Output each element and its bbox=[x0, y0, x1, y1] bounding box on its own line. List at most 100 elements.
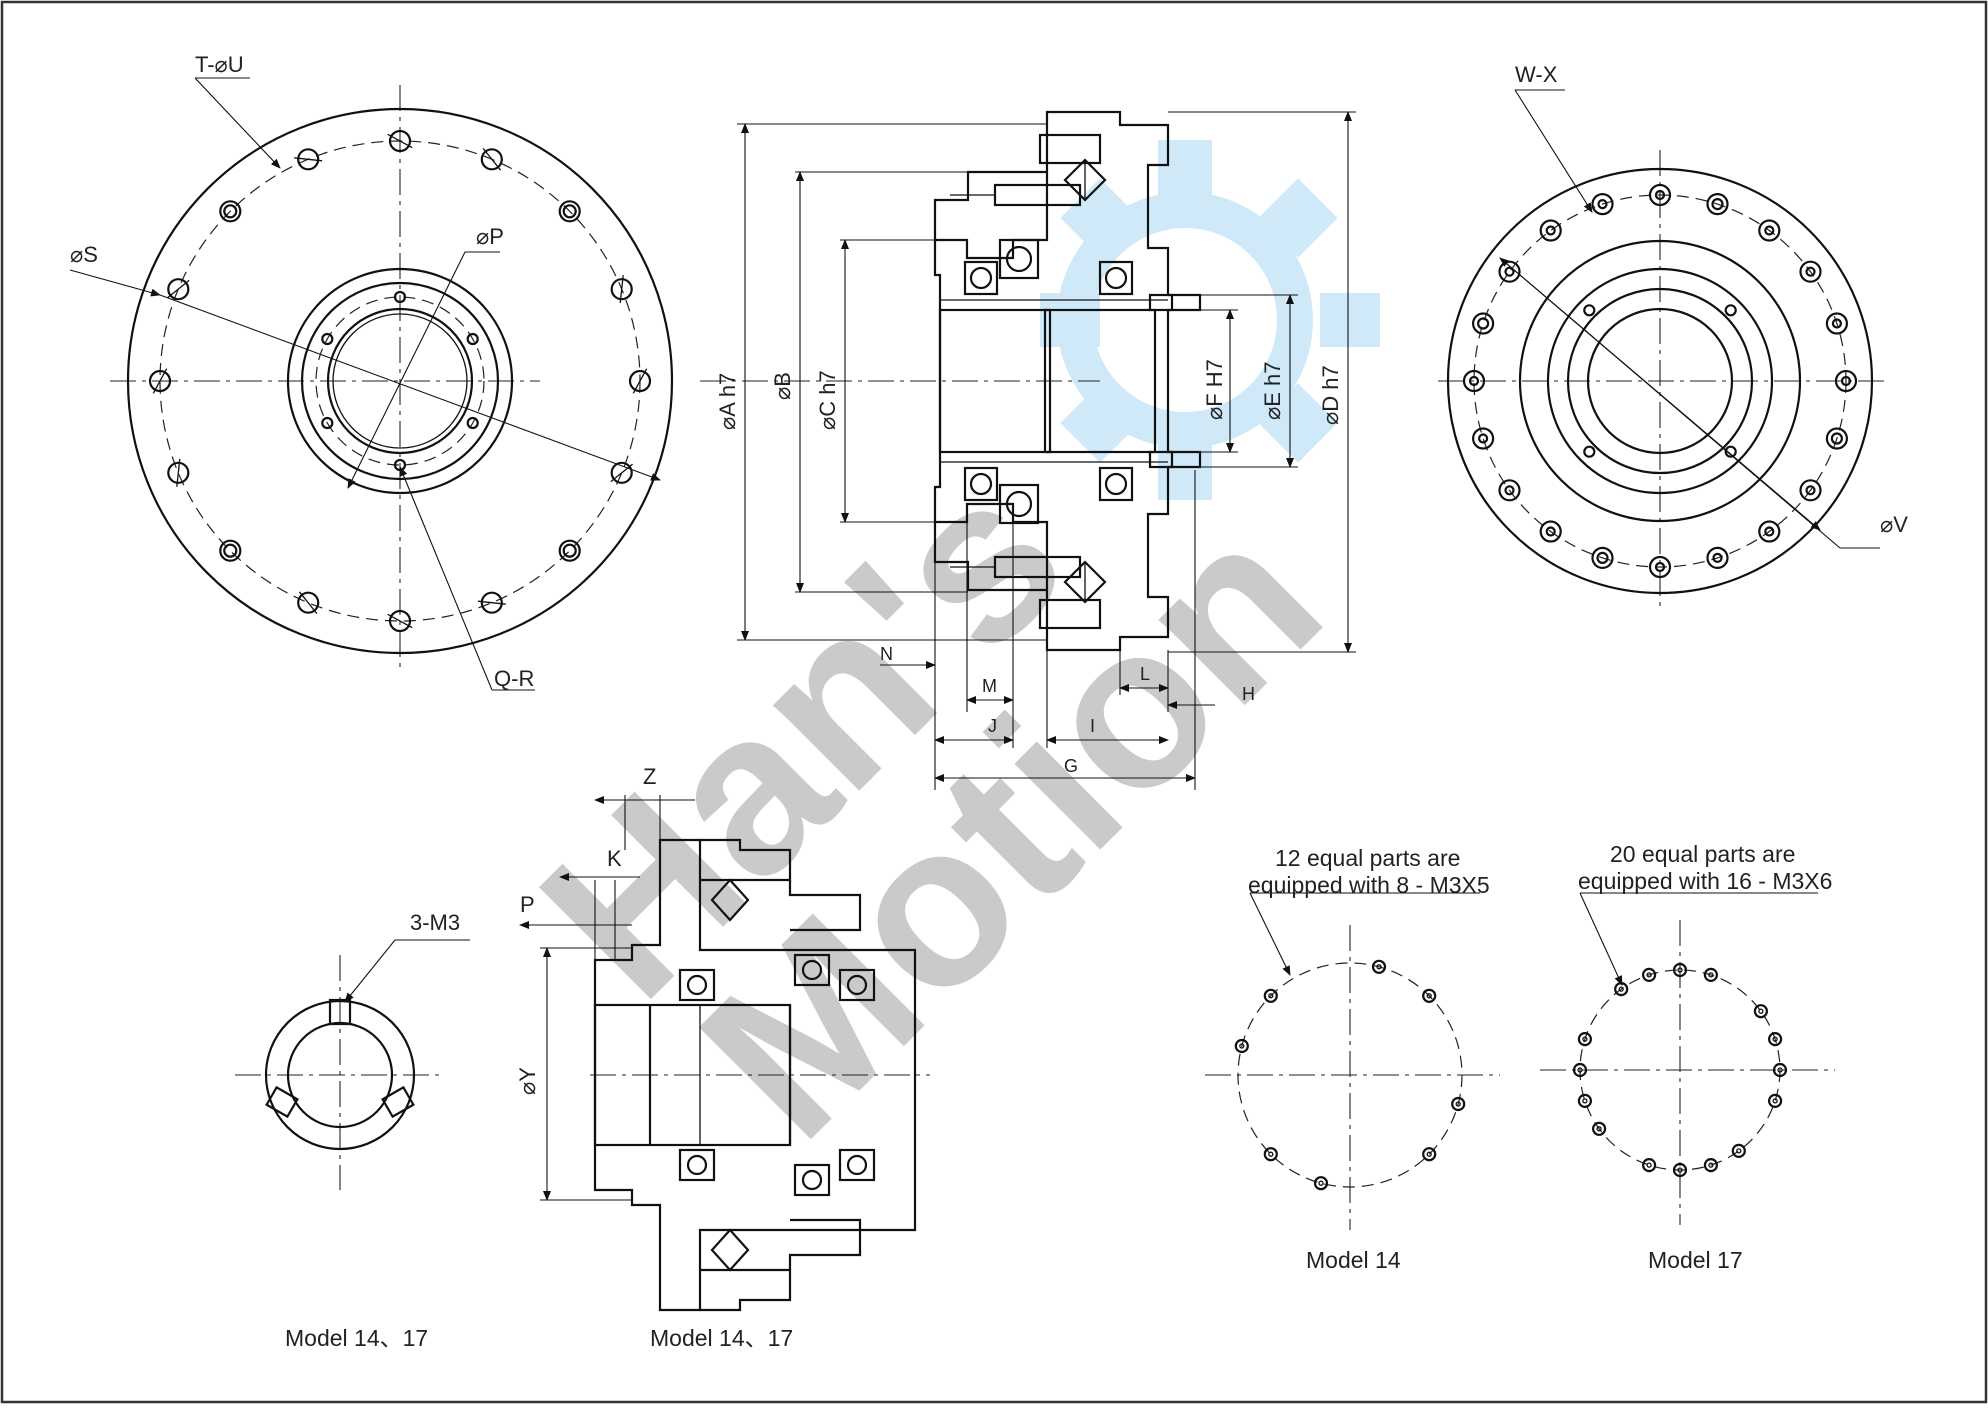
pattern-hole-center bbox=[1677, 967, 1683, 973]
label-dia-c: ⌀C h7 bbox=[815, 370, 840, 430]
hole-tick bbox=[294, 157, 323, 162]
pattern-hole-center bbox=[1318, 1180, 1324, 1186]
pattern-hole bbox=[1422, 1147, 1437, 1162]
bolt-hole bbox=[167, 461, 190, 484]
hole-tick bbox=[482, 147, 502, 171]
pattern-hole-center bbox=[1777, 1067, 1783, 1073]
pattern-hole bbox=[1371, 959, 1387, 974]
label-j: J bbox=[988, 716, 997, 736]
bolt-hole-ring bbox=[1830, 432, 1844, 445]
bolt-hole bbox=[480, 148, 503, 171]
pattern-hole-center bbox=[1268, 1151, 1274, 1157]
hole-tick bbox=[298, 591, 318, 615]
label-3-m3: 3-M3 bbox=[410, 910, 460, 935]
pattern-hole bbox=[1263, 988, 1278, 1003]
bolt-hole bbox=[1498, 260, 1521, 283]
pattern-hole-center bbox=[1582, 1036, 1588, 1042]
bolt-hole bbox=[1539, 520, 1562, 543]
pattern-hole-center bbox=[1455, 1101, 1461, 1107]
pattern-hole bbox=[1703, 1157, 1719, 1173]
inner-hole bbox=[321, 332, 334, 346]
pattern-hole-center bbox=[1376, 964, 1382, 970]
bolt-hole bbox=[1539, 219, 1562, 242]
label-p: P bbox=[520, 892, 535, 917]
bolt-hole-fill bbox=[1654, 189, 1666, 201]
label-dia-d: ⌀D h7 bbox=[1318, 365, 1343, 425]
bolt-hole bbox=[148, 369, 172, 393]
hole-tick bbox=[176, 458, 181, 487]
pattern-hole bbox=[1753, 1004, 1769, 1019]
caption-model-14: Model 14 bbox=[1306, 1247, 1401, 1273]
bolt-hole bbox=[1799, 479, 1822, 502]
pattern-hole bbox=[1641, 967, 1657, 983]
front-view-right: W-X ⌀V bbox=[1438, 62, 1908, 610]
bolt-hole bbox=[1825, 427, 1849, 450]
ring-view: 3-M3 Model 14、17 bbox=[235, 910, 470, 1351]
bolt-hole-fill bbox=[1764, 225, 1775, 236]
pattern-hole-center bbox=[1426, 1151, 1432, 1157]
label-h: H bbox=[1242, 684, 1255, 704]
pattern-hole-center bbox=[1758, 1008, 1764, 1014]
bolt-hole-fill bbox=[1468, 375, 1480, 387]
bolt-hole bbox=[1758, 219, 1781, 242]
pattern-hole-center bbox=[1708, 972, 1714, 978]
hole-pattern-model-14: 12 equal parts are equipped with 8 - M3X… bbox=[1205, 845, 1500, 1273]
pattern-hole bbox=[1263, 1147, 1278, 1162]
bolt-hole-fill bbox=[1504, 485, 1515, 496]
bolt-hole-ring bbox=[1596, 551, 1609, 565]
bolt-hole bbox=[1706, 546, 1729, 570]
bolt-hole-fill bbox=[562, 204, 577, 219]
bolt-hole-fill bbox=[1831, 318, 1843, 329]
bolt-hole-fill bbox=[223, 204, 238, 219]
bolt-hole-fill bbox=[1504, 266, 1515, 277]
pattern-hole bbox=[1772, 1062, 1788, 1078]
bolt-hole-fill bbox=[1805, 485, 1816, 496]
pattern-hole-center bbox=[1618, 986, 1624, 992]
bolt-hole bbox=[610, 278, 633, 301]
bearings-bottom bbox=[678, 953, 876, 1197]
bolt-hole bbox=[1834, 369, 1858, 393]
pattern-14-note-line1: 12 equal parts are bbox=[1275, 845, 1460, 871]
hole-tick bbox=[632, 368, 648, 394]
bolt-hole bbox=[628, 369, 652, 393]
pattern-17-note-line1: 20 equal parts are bbox=[1610, 841, 1795, 867]
label-n: N bbox=[880, 644, 893, 664]
label-dia-p: ⌀P bbox=[476, 224, 504, 249]
pattern-hole bbox=[1767, 1031, 1783, 1047]
bolt-hole-fill bbox=[1597, 199, 1608, 210]
bolt-hole bbox=[1825, 312, 1849, 335]
pattern-hole-center bbox=[1677, 1167, 1683, 1173]
pattern-hole bbox=[1572, 1062, 1588, 1078]
inner-hole bbox=[1583, 304, 1596, 317]
bolt-hole-fill bbox=[223, 543, 238, 558]
pattern-hole bbox=[1672, 1162, 1688, 1178]
bolt-hole-fill bbox=[1654, 561, 1666, 573]
pattern-hole-center bbox=[1582, 1098, 1588, 1104]
bolt-hole-fill bbox=[1712, 552, 1723, 564]
hole-tick bbox=[166, 279, 190, 299]
section-view-main: ⌀A h7 ⌀B ⌀C h7 ⌀D h7 ⌀E h7 ⌀F H7 N M J I… bbox=[700, 110, 1356, 790]
label-k: K bbox=[607, 846, 622, 871]
inner-hole bbox=[393, 290, 407, 304]
pattern-hole-center bbox=[1646, 972, 1652, 978]
bolt-hole bbox=[1648, 555, 1672, 579]
caption-model-17: Model 17 bbox=[1648, 1247, 1743, 1273]
bolt-hole bbox=[1471, 312, 1495, 335]
pattern-hole bbox=[1577, 1093, 1593, 1109]
front-view-left: T-⌀U ⌀S ⌀P Q-R bbox=[69, 52, 674, 691]
pattern-hole bbox=[1234, 1038, 1249, 1054]
inner-hole bbox=[466, 332, 479, 346]
pattern-hole bbox=[1422, 988, 1437, 1003]
bolt-hole bbox=[297, 591, 320, 614]
inner-hole bbox=[1724, 445, 1737, 458]
pattern-hole-center bbox=[1646, 1162, 1652, 1168]
bolt-hole bbox=[558, 200, 581, 223]
bolt-hole bbox=[1462, 369, 1486, 393]
label-dia-y: ⌀Y bbox=[515, 1067, 540, 1095]
bolt-hole-ring bbox=[1476, 317, 1490, 330]
bolt-hole bbox=[1758, 520, 1781, 543]
label-w-x-holes: W-X bbox=[1515, 62, 1558, 87]
bolt-hole-fill bbox=[562, 543, 577, 558]
